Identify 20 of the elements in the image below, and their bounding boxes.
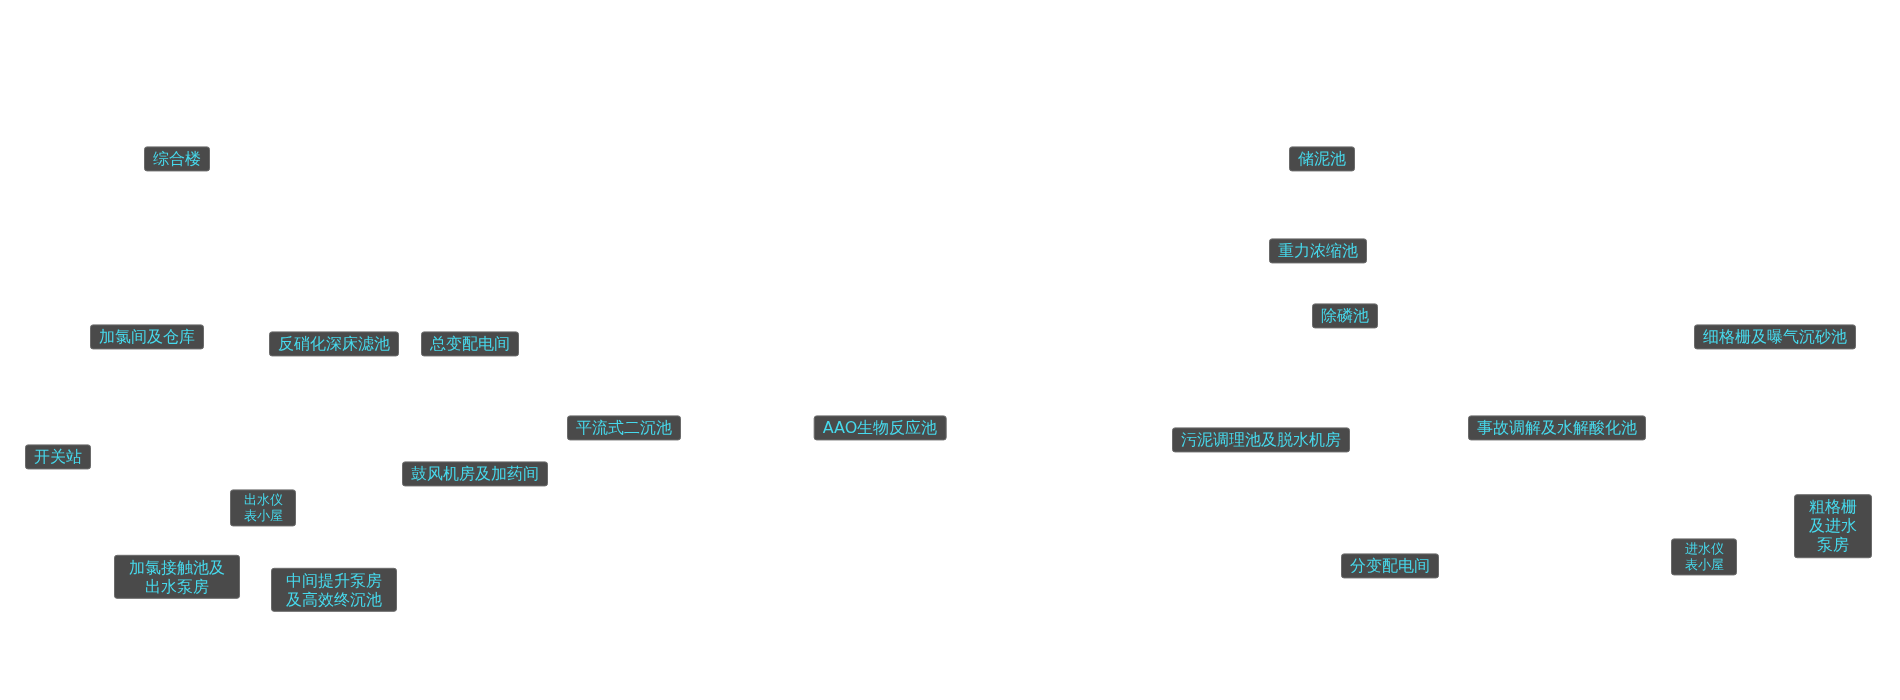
facility-label: 加氯间及仓库 <box>90 324 204 350</box>
facility-label: 细格栅及曝气沉砂池 <box>1694 324 1856 350</box>
facility-label: 储泥池 <box>1289 146 1355 172</box>
facility-label: 开关站 <box>25 444 91 470</box>
facility-label: 中间提升泵房及高效终沉池 <box>271 567 397 613</box>
facility-label: 粗格栅及进水泵房 <box>1794 494 1872 558</box>
facility-label: 反硝化深床滤池 <box>269 331 399 357</box>
facility-label: 分变配电间 <box>1341 553 1439 579</box>
facility-label: 鼓风机房及加药间 <box>402 461 548 487</box>
facility-label: 总变配电间 <box>421 331 519 357</box>
facility-label: 除磷池 <box>1312 303 1378 329</box>
facility-label: 事故调解及水解酸化池 <box>1468 415 1646 441</box>
facility-label: 加氯接触池及出水泵房 <box>114 554 240 600</box>
facility-label: 平流式二沉池 <box>567 415 681 441</box>
facility-label: 综合楼 <box>144 146 210 172</box>
facility-label: 重力浓缩池 <box>1269 238 1367 264</box>
facility-label: 进水仪表小屋 <box>1671 538 1737 576</box>
facility-label: 污泥调理池及脱水机房 <box>1172 427 1350 453</box>
facility-label: 出水仪表小屋 <box>230 489 296 527</box>
facility-label: AAO生物反应池 <box>813 415 947 441</box>
